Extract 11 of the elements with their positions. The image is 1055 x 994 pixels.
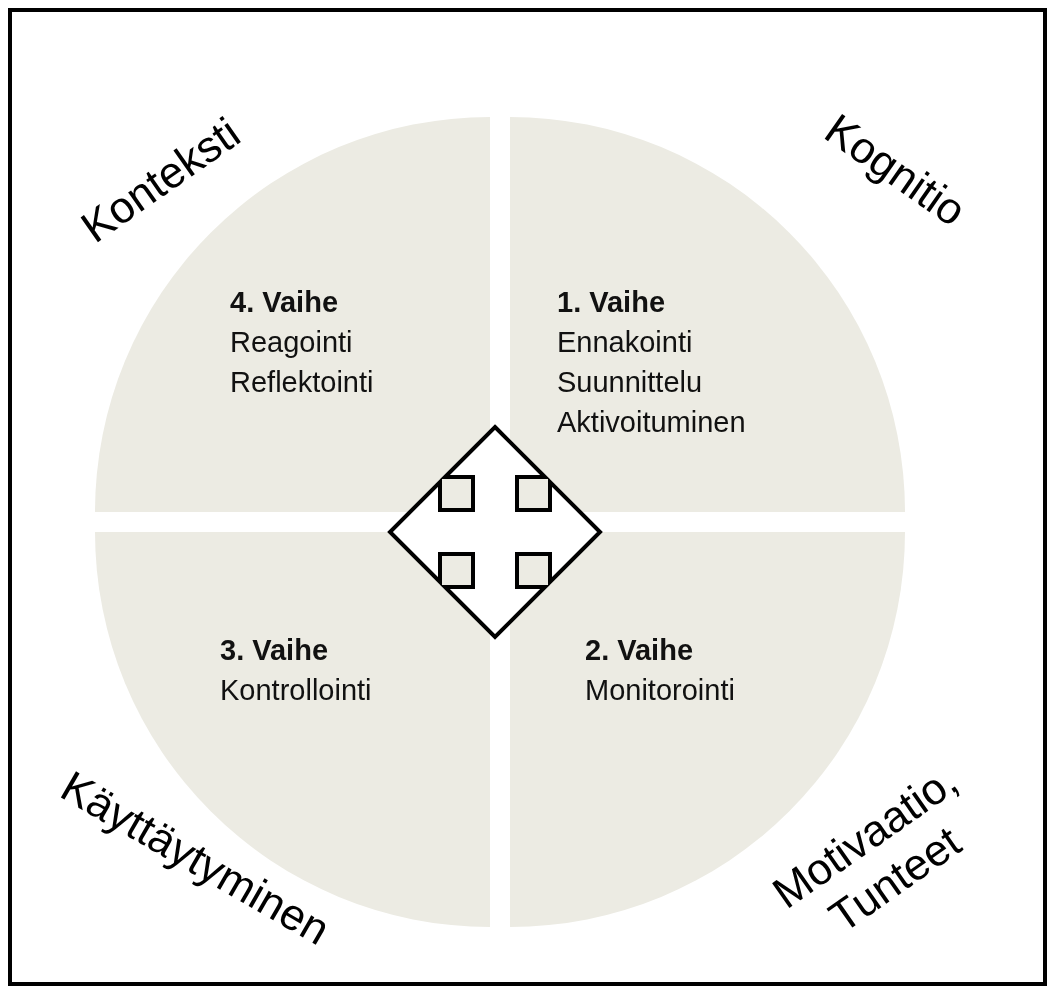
phase-item: Ennakointi xyxy=(557,325,694,360)
phase-item: Kontrollointi xyxy=(220,673,372,708)
phase-item: Aktivoituminen xyxy=(557,405,746,440)
phase-item: Reflektointi xyxy=(230,365,374,400)
phase-heading: 4. Vaihe xyxy=(230,285,339,320)
phase-heading: 3. Vaihe xyxy=(220,633,329,668)
phase-heading: 2. Vaihe xyxy=(585,633,694,668)
phase-heading: 1. Vaihe xyxy=(557,285,666,320)
phase-item: Monitorointi xyxy=(585,673,735,708)
phase-item: Suunnittelu xyxy=(557,365,704,400)
phase-item: Reagointi xyxy=(230,325,354,360)
